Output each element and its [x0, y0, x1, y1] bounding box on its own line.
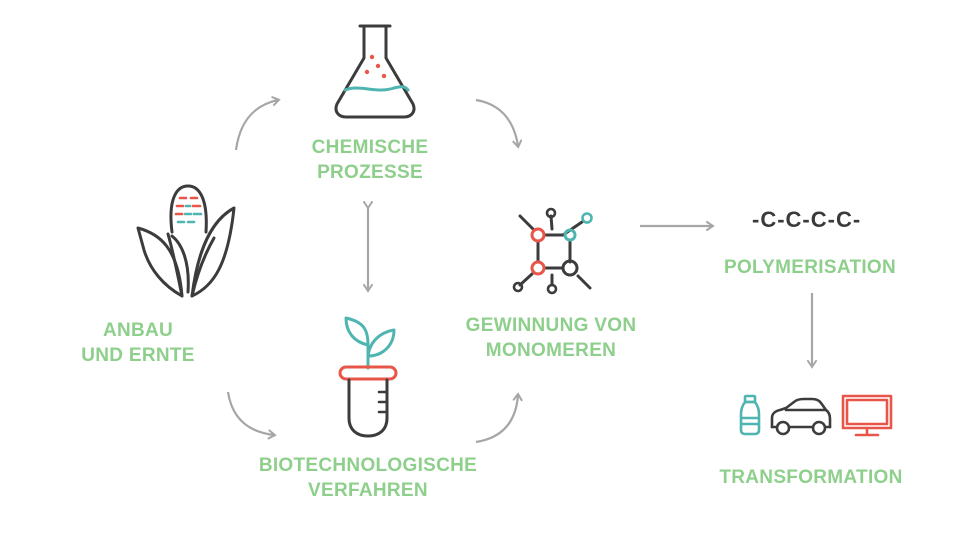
label-anbau: ANBAU UND ERNTE — [68, 318, 208, 368]
label-anbau-line2: UND ERNTE — [81, 345, 195, 366]
label-polymerisation: POLYMERISATION — [723, 257, 897, 278]
label-bio-line1: BIOTECHNOLOGISCHE — [258, 455, 478, 476]
label-gewinnung-line1: GEWINNUNG VON — [465, 315, 637, 336]
label-bio-line2: VERFAHREN — [308, 480, 428, 501]
arrow-anbau-to-bio — [226, 391, 277, 440]
label-chemische-line2: PROZESSE — [317, 162, 423, 183]
corn-icon — [136, 184, 236, 298]
arrow-bio-to-gewinnung — [475, 392, 523, 444]
bottle-icon — [739, 394, 761, 436]
label-gewinnung-monomere: GEWINNUNG VON MONOMEREN — [440, 313, 662, 363]
seedling-test-tube-icon — [338, 316, 398, 438]
label-transformation: TRANSFORMATION — [719, 467, 903, 488]
arrow-chemische-to-gewinnung — [475, 98, 523, 149]
polymer-formula: -C-C-C-C- — [752, 207, 862, 232]
flask-icon — [334, 24, 416, 119]
label-anbau-line1: ANBAU — [102, 320, 174, 341]
label-biotechnologische-verfahren: BIOTECHNOLOGISCHE VERFAHREN — [236, 453, 500, 503]
label-gewinnung-line2: MONOMEREN — [485, 340, 617, 361]
label-chemische-line1: CHEMISCHE — [311, 137, 429, 158]
molecule-icon — [512, 207, 593, 295]
label-chemische-prozesse: CHEMISCHE PROZESSE — [290, 135, 450, 185]
monitor-icon — [841, 394, 893, 437]
car-icon — [770, 397, 832, 436]
arrow-anbau-to-chemische — [234, 96, 281, 151]
